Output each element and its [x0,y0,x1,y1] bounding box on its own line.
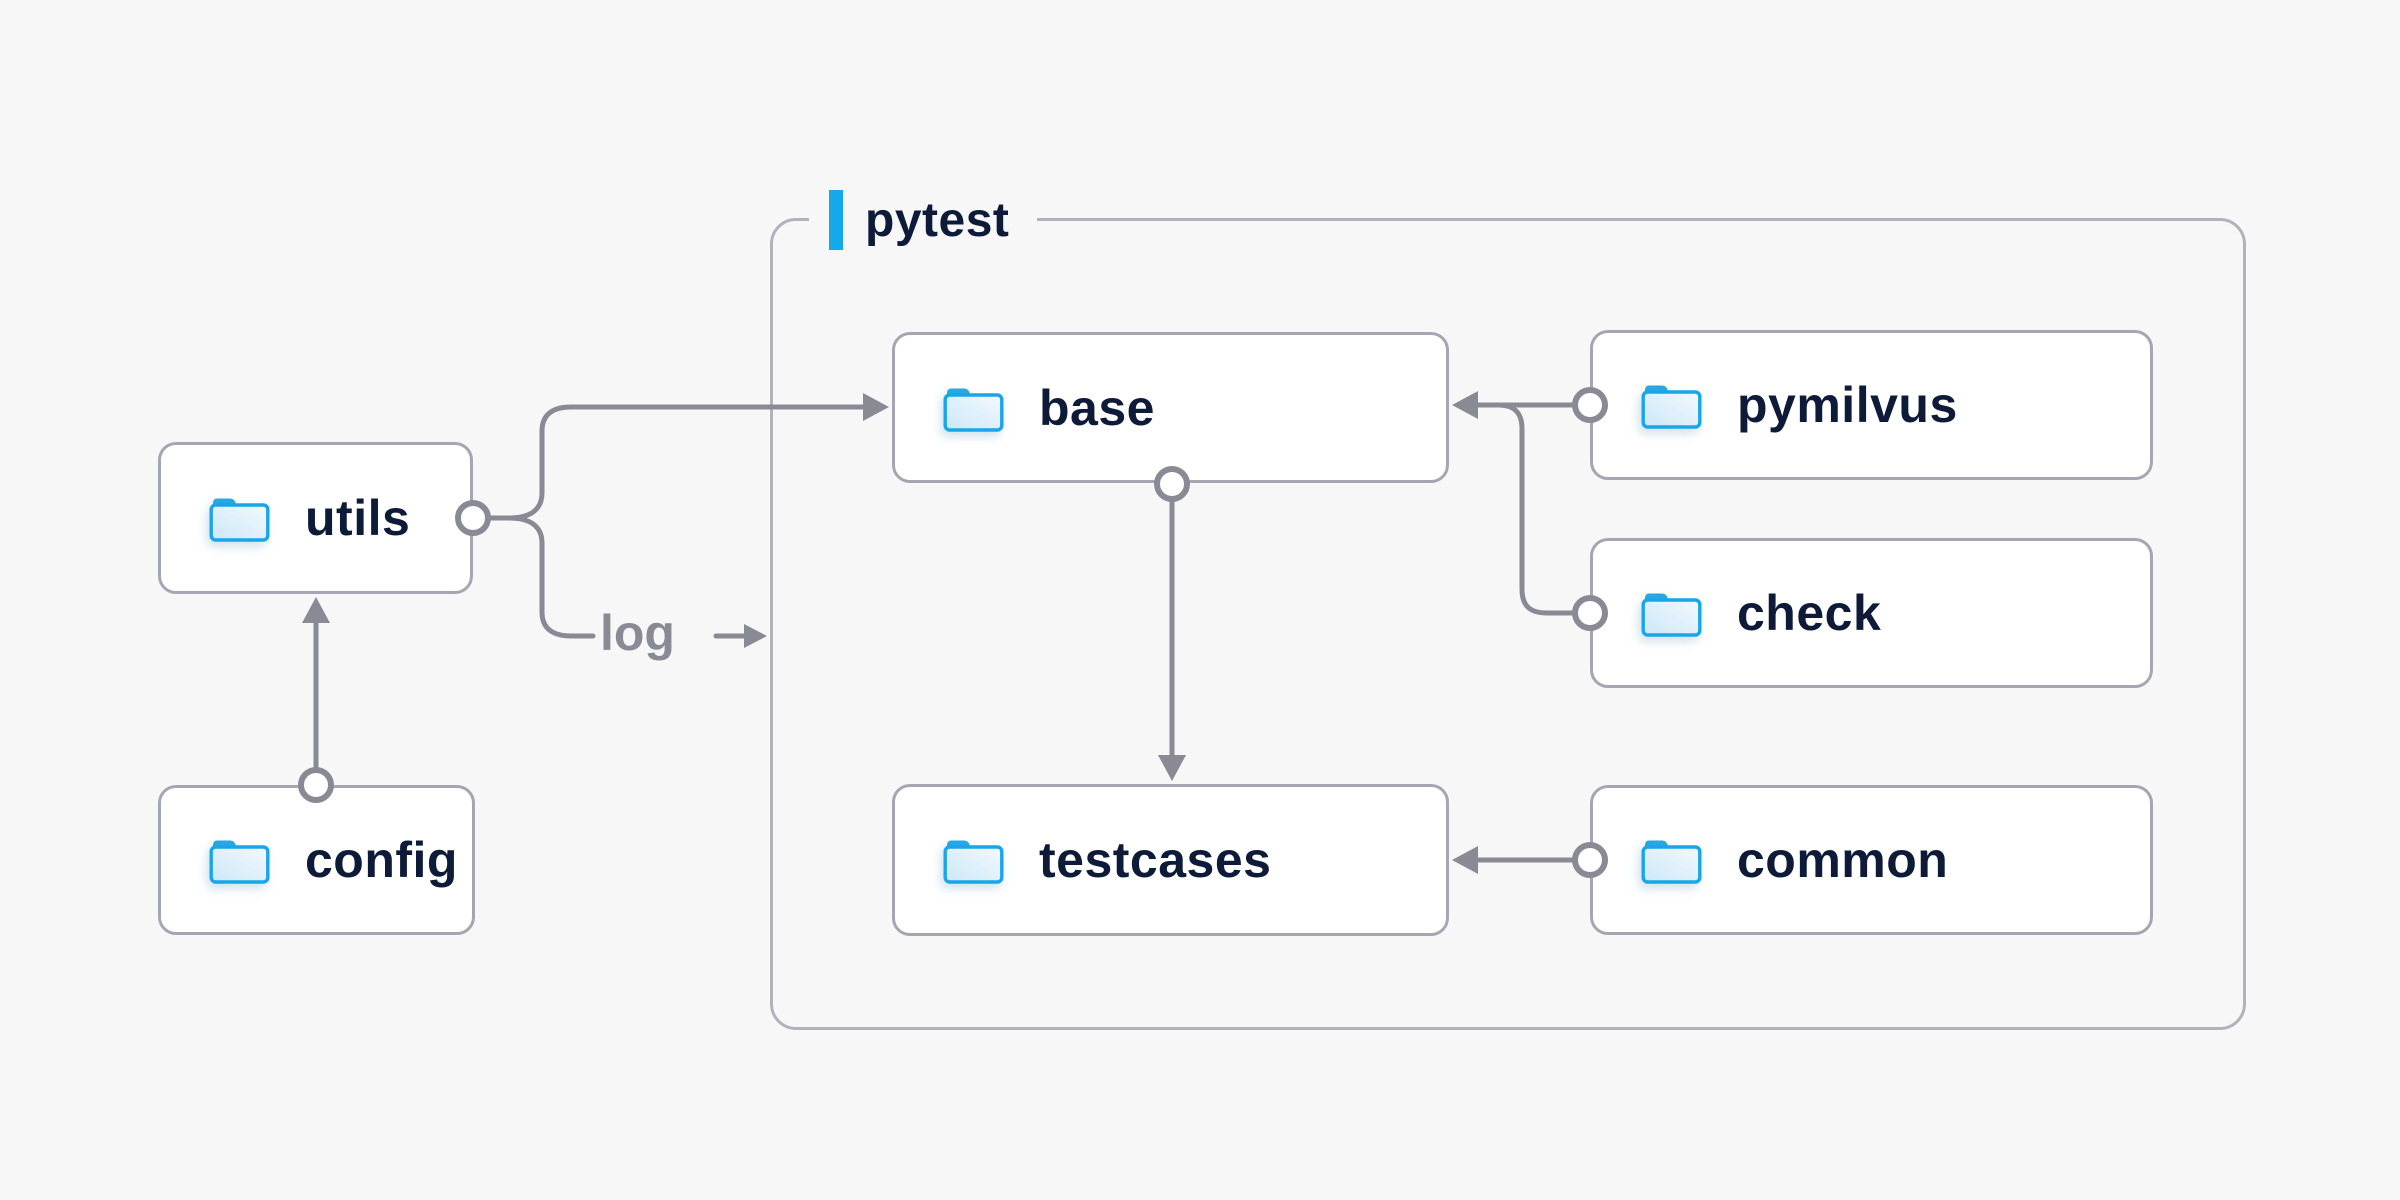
folder-icon [943,386,1004,432]
node-base-label: base [1039,379,1155,436]
node-utils-label: utils [305,490,411,546]
group-title: pytest [865,193,1010,247]
node-common-label: common [1737,832,1949,888]
folder-icon [1641,838,1702,884]
edge-label-log: log [600,605,675,661]
node-testcases-label: testcases [1039,832,1272,888]
folder-icon [1641,383,1702,429]
node-common: common [1590,785,2153,935]
arrowhead-log [744,624,767,648]
edge-utils-log [506,515,596,639]
node-config: config [158,785,475,935]
node-utils: utils [158,442,473,594]
arrowhead-into-utils [302,597,330,623]
node-check: check [1590,538,2153,688]
group-pytest-label: pytest [809,187,1038,253]
node-base: base [892,332,1449,483]
folder-icon [209,838,270,884]
node-testcases: testcases [892,784,1449,936]
group-pytest: pytest [770,187,2246,1030]
node-pymilvus: pymilvus [1590,330,2153,480]
folder-icon [209,496,270,542]
folder-icon [943,838,1004,884]
node-pymilvus-label: pymilvus [1737,377,1958,433]
node-config-label: config [305,832,458,888]
node-check-label: check [1737,585,1882,641]
accent-bar [829,190,843,250]
folder-icon [1641,591,1702,637]
